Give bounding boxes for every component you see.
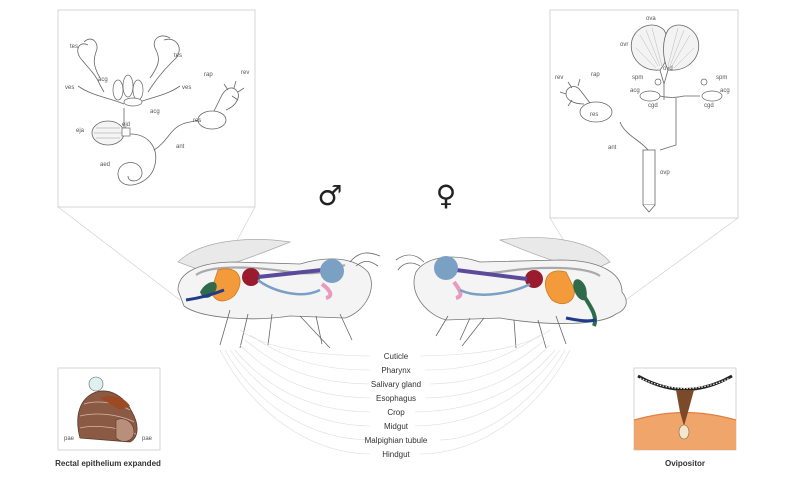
label-tes-left: tes: [70, 44, 78, 50]
label-eja: eja: [76, 128, 85, 134]
label-aed: aed: [100, 162, 110, 168]
label-rev: rev: [555, 75, 563, 81]
legend-item-pharynx: Pharynx: [381, 366, 410, 375]
rectal-epithelium-inset: pae pae: [57, 367, 161, 451]
label-spm-right: spm: [716, 75, 727, 81]
male-fly: [177, 239, 381, 349]
label-rap: rap: [591, 72, 600, 78]
legend-item-malpighian-tubule: Malpighian tubule: [365, 436, 428, 445]
ovipositor-inset: [633, 367, 737, 451]
rectal-epithelium-caption: Rectal epithelium expanded: [55, 459, 161, 468]
label-tes-right: tes: [174, 53, 182, 59]
label-acg-left: acg: [630, 88, 640, 94]
label-acg-right: acg: [720, 88, 730, 94]
legend-leader-lines: [219, 329, 571, 455]
legend-item-crop: Crop: [387, 408, 405, 417]
legend-item-midgut: Midgut: [384, 422, 409, 431]
label-res: res: [590, 112, 598, 118]
label-ves-left: ves: [65, 85, 74, 91]
ovipositor-caption: Ovipositor: [665, 459, 705, 468]
label-ova: ova: [646, 16, 656, 22]
label-spm-left: spm: [632, 75, 643, 81]
male-symbol: ♂: [317, 179, 342, 212]
label-res: res: [193, 118, 201, 124]
female-fly: [395, 237, 627, 349]
label-ovd: ovd: [663, 66, 673, 72]
label-ejd: ejd: [122, 122, 130, 128]
label-ves-right: ves: [182, 85, 191, 91]
label-ovr: ovr: [620, 42, 628, 48]
label-ant: ant: [608, 145, 617, 151]
male-reproductive-inset: tes tes ves ves acg acg eja ejd aed ant …: [57, 9, 256, 208]
label-rev: rev: [241, 70, 249, 76]
legend-item-salivary-gland: Salivary gland: [371, 380, 421, 389]
label-cgd-left: cgd: [648, 103, 658, 109]
legend-item-hindgut: Hindgut: [382, 450, 410, 459]
label-rap: rap: [204, 72, 213, 78]
female-symbol: ♀: [436, 179, 457, 212]
label-pae-left: pae: [64, 436, 75, 442]
label-ant: ant: [176, 144, 185, 150]
label-cgd-right: cgd: [704, 103, 714, 109]
label-pae-right: pae: [142, 436, 153, 442]
label-ovp: ovp: [660, 170, 670, 176]
organ-legend: Cuticle Pharynx Salivary gland Esophagus…: [219, 329, 571, 459]
legend-item-esophagus: Esophagus: [376, 394, 416, 403]
label-acg-1: acg: [98, 77, 108, 83]
label-acg-2: acg: [150, 109, 160, 115]
legend-item-cuticle: Cuticle: [384, 352, 409, 361]
female-reproductive-inset: ova ovr ovd spm spm acg acg cgd cgd rev …: [549, 9, 739, 219]
